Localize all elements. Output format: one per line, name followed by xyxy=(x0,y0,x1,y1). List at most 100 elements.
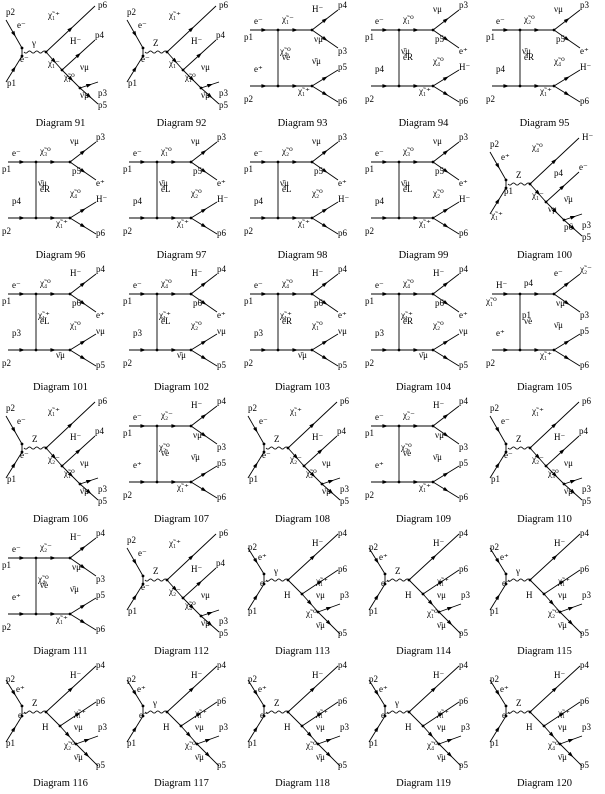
diagram-caption: Diagram 101 xyxy=(32,382,89,393)
particle-label: p5 xyxy=(459,760,469,770)
particle-label: p5 xyxy=(219,100,229,110)
particle-label: Z xyxy=(516,434,522,444)
arrow-head xyxy=(567,751,574,758)
particle-label: H⁻ xyxy=(554,432,565,442)
arrow-head xyxy=(413,28,420,32)
diagram-caption: Diagram 103 xyxy=(274,382,331,393)
particle-label: χ̃₂⁰ xyxy=(281,146,293,156)
vertex-dot xyxy=(60,68,64,72)
arrow-head xyxy=(306,599,313,606)
arrow-head xyxy=(253,462,258,469)
particle-label: p1 xyxy=(123,428,132,438)
arrow-head xyxy=(85,488,92,495)
particle-label: H xyxy=(526,590,533,600)
particle-label: νμ xyxy=(459,326,468,336)
arrow-head xyxy=(382,480,389,484)
particle-label: e⁻ xyxy=(504,450,513,460)
particle-label: p3 xyxy=(98,484,108,494)
arrow-head xyxy=(413,424,420,428)
particle-label: p6 xyxy=(72,298,82,308)
particle-label: νμ xyxy=(437,590,446,600)
arrow-head xyxy=(206,92,213,99)
arrow-head xyxy=(442,150,449,156)
propagator-line xyxy=(287,579,303,595)
particle-label: νμ xyxy=(96,326,105,336)
particle-label: p5 xyxy=(217,760,227,770)
arrow-head xyxy=(442,208,449,213)
particle-label: ẽL xyxy=(403,184,413,194)
arrow-head xyxy=(200,355,207,360)
particle-label: χ̃₁⁺ xyxy=(55,614,68,624)
particle-label: p5 xyxy=(96,360,106,370)
particle-label: νμ xyxy=(201,590,210,600)
particle-label: χ̃₂⁰ xyxy=(305,468,317,478)
particle-label: p2 xyxy=(365,490,374,500)
particle-label: e⁺ xyxy=(137,684,146,694)
boson-wavy-line xyxy=(23,446,47,450)
arrow-head xyxy=(442,487,449,492)
particle-label: p3 xyxy=(217,132,227,142)
particle-label: χ̃₁⁰ xyxy=(69,320,81,330)
arrow-head xyxy=(534,84,541,88)
arrow-head xyxy=(171,216,178,220)
vertex-dot xyxy=(189,480,193,484)
vertex-dot xyxy=(68,348,72,352)
particle-label: ẽR xyxy=(403,316,413,326)
particle-label: χ̃₁⁻ xyxy=(47,58,60,68)
particle-label: Z xyxy=(32,698,38,708)
arrow-head xyxy=(253,726,258,733)
particle-label: p1 xyxy=(248,738,257,748)
diagram-caption: Diagram 117 xyxy=(154,778,209,789)
diagram-caption: Diagram 113 xyxy=(275,646,330,657)
arrow-head xyxy=(413,84,420,88)
arrow-head xyxy=(321,91,328,96)
arrow-head xyxy=(309,554,316,561)
particle-label: e⁺ xyxy=(379,552,388,562)
boson-wavy-line xyxy=(386,578,410,582)
particle-label: ν̄μ xyxy=(322,486,331,496)
arrow-head xyxy=(551,207,558,214)
particle-label: p4 xyxy=(459,264,469,274)
particle-label: p3 xyxy=(338,132,348,142)
arrow-head xyxy=(430,686,437,693)
arrow-head xyxy=(261,292,268,296)
arrow-head xyxy=(200,487,207,492)
vertex-dot xyxy=(562,218,566,222)
particle-label: χ̃₁⁰ xyxy=(305,608,317,618)
particle-label: p4 xyxy=(133,196,143,206)
vertex-dot xyxy=(181,68,185,72)
particle-label: γ xyxy=(394,698,399,708)
particle-label: p6 xyxy=(580,96,590,106)
particle-label: γ xyxy=(273,566,278,576)
diagram-caption: Diagram 94 xyxy=(398,118,449,129)
arrow-head xyxy=(374,689,379,696)
particle-label: νμ xyxy=(316,590,325,600)
particle-label: e⁻ xyxy=(502,710,511,720)
vertex-dot xyxy=(310,292,314,296)
arrow-head xyxy=(83,751,90,758)
particle-label: H xyxy=(284,722,291,732)
particle-label: H⁻ xyxy=(433,538,444,548)
particle-label: ẽR xyxy=(40,184,50,194)
particle-label: p5 xyxy=(98,496,108,506)
particle-label: χ̃₁⁰ xyxy=(402,14,414,24)
particle-label: ν̃e xyxy=(282,52,290,62)
arrow-head xyxy=(442,35,449,41)
particle-label: χ̃₁⁺ xyxy=(73,708,86,718)
arrow-head xyxy=(442,355,449,360)
arrow-head xyxy=(567,738,575,743)
arrow-head xyxy=(427,599,434,606)
vertex-dot xyxy=(310,216,314,220)
arrow-head xyxy=(50,348,57,352)
particle-label: H⁻ xyxy=(191,564,202,574)
